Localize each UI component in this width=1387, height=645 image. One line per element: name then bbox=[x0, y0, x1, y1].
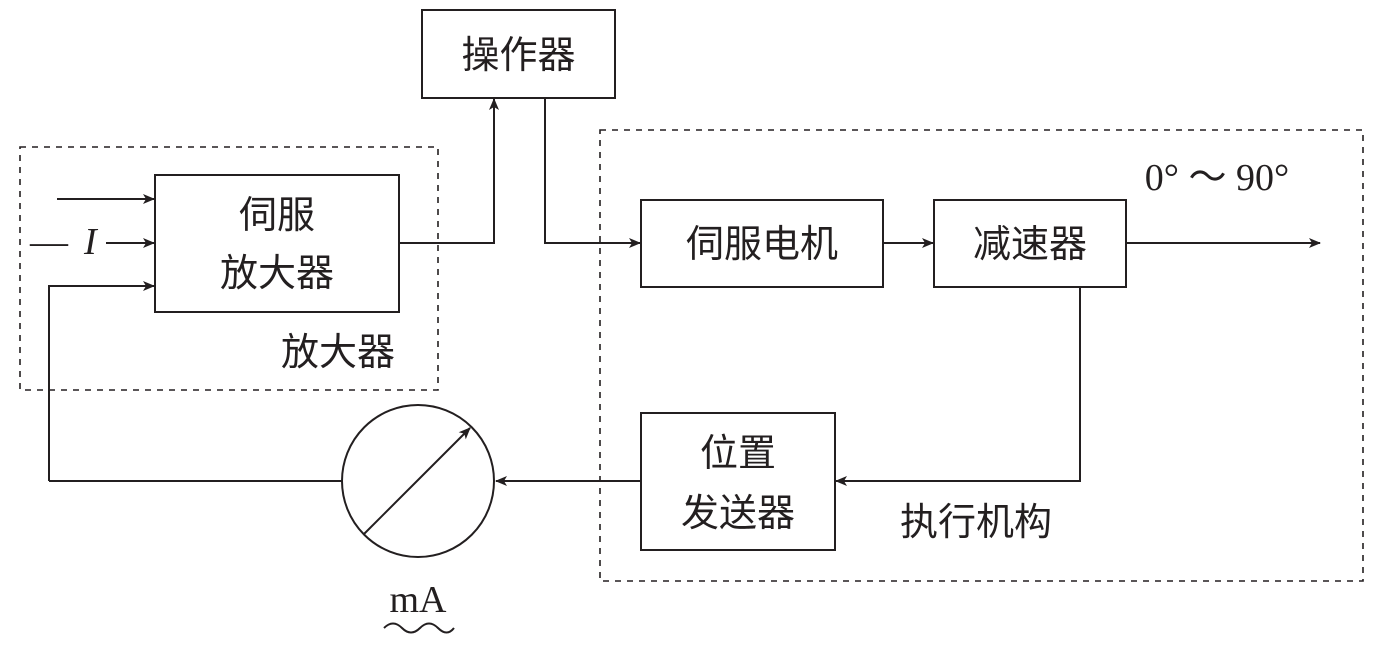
operator-label: 操作器 bbox=[461, 33, 575, 77]
amplifier-group-boundary bbox=[19, 146, 439, 391]
meter-needle-arrow-icon bbox=[363, 427, 471, 535]
operator-block: 操作器 bbox=[421, 9, 616, 99]
meter-ac-wave-icon bbox=[383, 622, 455, 634]
feedback-arrow-into-amplifier bbox=[48, 281, 155, 481]
servo-amplifier-label-line2: 放大器 bbox=[220, 251, 334, 295]
operator-to-motor-arrow bbox=[544, 98, 641, 248]
position-sender-label-line2: 发送器 bbox=[681, 491, 795, 535]
servo-motor-label: 伺服电机 bbox=[686, 222, 838, 266]
output-range-label: 0° ～ 90° bbox=[1145, 157, 1289, 199]
reducer-to-sender-arrow bbox=[835, 287, 1081, 486]
servo-motor-block: 伺服电机 bbox=[640, 199, 884, 288]
meter-label: mA bbox=[390, 579, 448, 621]
reducer-block: 减速器 bbox=[933, 199, 1127, 288]
milliammeter: mA bbox=[341, 404, 495, 634]
amplifier-group-label: 放大器 bbox=[281, 330, 395, 374]
actuator-group-label: 执行机构 bbox=[900, 500, 1052, 544]
servo-amplifier-block: 伺服 放大器 bbox=[154, 174, 400, 313]
position-sender-block: 位置 发送器 bbox=[640, 412, 836, 551]
input-dash: — bbox=[29, 221, 69, 263]
amp-to-operator-arrow bbox=[399, 98, 499, 244]
input-current-label: I bbox=[83, 221, 99, 263]
servo-amplifier-label-line1: 伺服 bbox=[239, 193, 315, 237]
position-sender-label-line1: 位置 bbox=[700, 431, 776, 475]
actuator-group-boundary bbox=[599, 129, 1364, 582]
reducer-label: 减速器 bbox=[973, 222, 1087, 266]
